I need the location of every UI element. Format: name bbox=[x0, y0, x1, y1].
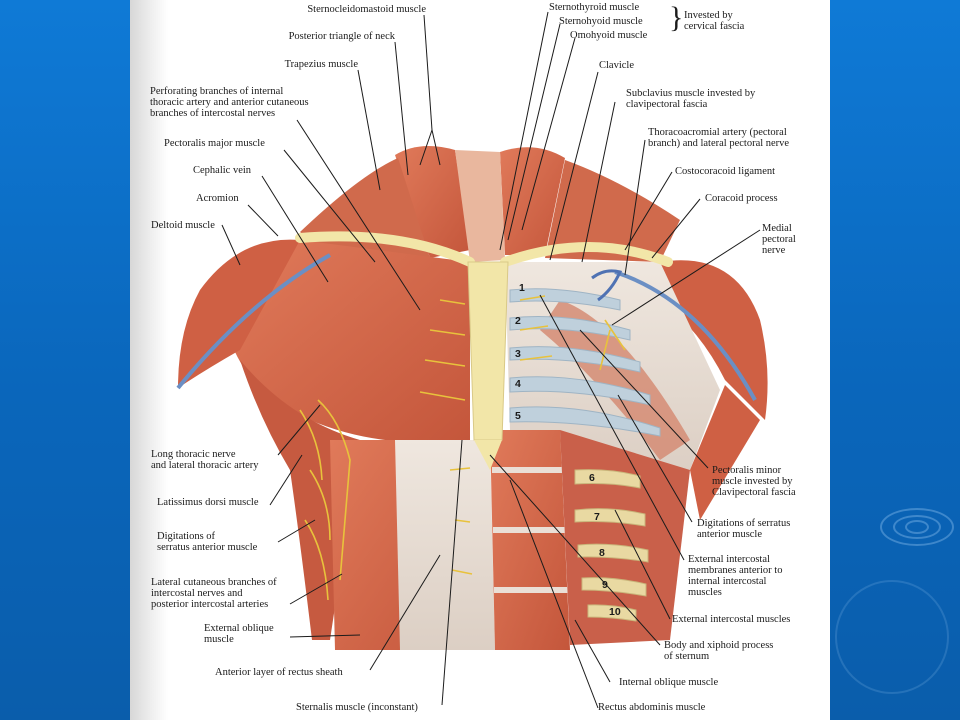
label-external-intercostal-membranes: External intercostal membranes anterior … bbox=[688, 554, 783, 598]
thoracoacromial-artery bbox=[591, 269, 623, 302]
label-costocoracoid-ligament: Costocoracoid ligament bbox=[675, 166, 776, 177]
latissimus-dorsi bbox=[240, 360, 360, 640]
water-ripple-decoration bbox=[905, 520, 929, 534]
water-ripple-decoration bbox=[880, 508, 954, 546]
serratus-anterior-right bbox=[690, 385, 760, 520]
pectoralis-major bbox=[230, 240, 470, 443]
label-posterior-triangle: Posterior triangle of neck bbox=[288, 31, 395, 42]
label-medial-pectoral-nerve: Medial pectoral nerve bbox=[762, 223, 796, 256]
rib-number: 8 bbox=[599, 547, 605, 559]
label-digitations-serratus-right: Digitations of serratus anterior muscle bbox=[697, 518, 791, 540]
clavicle bbox=[295, 231, 475, 267]
label-rectus-abdominis: Rectus abdominis muscle bbox=[598, 702, 706, 713]
label-sternohyoid: Sternohyoid muscle bbox=[559, 16, 643, 27]
rib-number: 10 bbox=[609, 606, 621, 618]
label-internal-oblique: Internal oblique muscle bbox=[619, 677, 719, 688]
label-lateral-cutaneous: Lateral cutaneous branches of intercosta… bbox=[151, 577, 277, 610]
rectus-abdominis bbox=[490, 430, 570, 650]
label-sternalis: Sternalis muscle (inconstant) bbox=[296, 702, 418, 713]
label-external-intercostal-muscles: External intercostal muscles bbox=[672, 614, 791, 625]
label-thoracoacromial-artery: Thoracoacromial artery (pectoral branch)… bbox=[648, 127, 790, 149]
label-sternocleidomastoid: Sternocleidomastoid muscle bbox=[307, 4, 426, 15]
neck-muscles bbox=[395, 146, 470, 258]
lower-rib-cartilages bbox=[574, 469, 649, 622]
label-deltoid: Deltoid muscle bbox=[151, 220, 215, 231]
label-invested-by-cervical-fascia: Invested by cervical fascia bbox=[684, 10, 745, 32]
label-coracoid-process: Coracoid process bbox=[705, 193, 778, 204]
label-body-xiphoid-sternum: Body and xiphoid process of sternum bbox=[664, 640, 774, 662]
label-digitations-serratus-left: Digitations of serratus anterior muscle bbox=[157, 531, 258, 553]
label-external-oblique: External oblique muscle bbox=[204, 623, 274, 645]
brace-icon: } bbox=[669, 1, 684, 34]
xiphoid-process bbox=[474, 440, 502, 470]
water-ripple-decoration bbox=[893, 515, 941, 539]
rib-number: 7 bbox=[594, 511, 600, 523]
rib-number: 1 bbox=[519, 282, 525, 294]
rectus-sheath-left bbox=[395, 440, 495, 650]
clavicle bbox=[500, 242, 673, 267]
rib-number: 5 bbox=[515, 410, 521, 422]
trapezius-right bbox=[545, 160, 680, 262]
label-sternothyroid: Sternothyroid muscle bbox=[549, 2, 640, 13]
cephalic-vein bbox=[176, 253, 331, 390]
rib-number: 2 bbox=[515, 315, 521, 327]
label-long-thoracic-nerve: Long thoracic nerve and lateral thoracic… bbox=[151, 449, 259, 471]
neck-muscles bbox=[500, 147, 565, 255]
water-ripple-decoration bbox=[835, 580, 949, 694]
cephalic-vein-right bbox=[614, 270, 757, 401]
label-trapezius: Trapezius muscle bbox=[284, 59, 358, 70]
rib-number: 6 bbox=[589, 472, 595, 484]
label-subclavius: Subclavius muscle invested by clavipecto… bbox=[626, 88, 756, 110]
pectoralis-minor-muscle bbox=[540, 300, 690, 460]
rib-number: 3 bbox=[515, 348, 521, 360]
label-clavicle: Clavicle bbox=[599, 60, 634, 71]
label-acromion: Acromion bbox=[196, 193, 239, 204]
label-pectoralis-major: Pectoralis major muscle bbox=[164, 138, 265, 149]
label-omohyoid: Omohyoid muscle bbox=[570, 30, 648, 41]
label-cephalic-vein: Cephalic vein bbox=[193, 165, 252, 176]
label-perforating-branches: Perforating branches of internal thoraci… bbox=[150, 86, 309, 119]
rib-number: 4 bbox=[515, 378, 521, 390]
label-latissimus-dorsi: Latissimus dorsi muscle bbox=[157, 497, 259, 508]
page-edge-shadow bbox=[130, 0, 168, 720]
rib-number: 9 bbox=[602, 579, 608, 591]
neck-fascia bbox=[455, 150, 505, 262]
label-pectoralis-minor: Pectoralis minor muscle invested by Clav… bbox=[712, 465, 796, 498]
label-anterior-rectus-sheath: Anterior layer of rectus sheath bbox=[215, 667, 343, 678]
